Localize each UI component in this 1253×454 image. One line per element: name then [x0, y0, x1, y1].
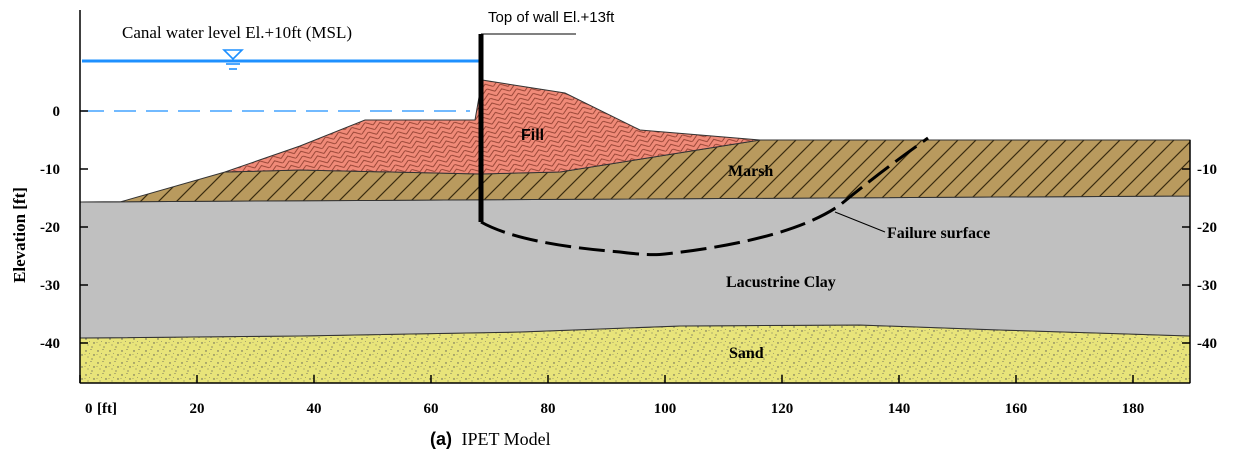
lacustrine-clay-layer [79, 195, 1191, 339]
right-tick-label: -10 [1197, 162, 1217, 178]
x-tick-label: 100 [654, 401, 677, 417]
x-tick-label: 40 [307, 401, 322, 417]
fill-label: Fill [521, 127, 544, 144]
x-unit-label: [ft] [97, 401, 117, 417]
right-tick-label: -40 [1197, 336, 1217, 352]
failure-surface-label: Failure surface [887, 225, 990, 242]
left-tick-label: 0 [53, 104, 61, 120]
left-tick-label: -40 [40, 336, 60, 352]
failure-surface-curve [480, 136, 929, 257]
left-tick-label: -20 [40, 220, 60, 236]
right-tick-label: -30 [1197, 278, 1217, 294]
water-level-symbol [222, 49, 244, 70]
x-tick-label: 60 [424, 401, 439, 417]
marsh-label: Marsh [728, 163, 773, 180]
water-level-annotation: Canal water level El.+10ft (MSL) [122, 23, 352, 42]
tick-marks [79, 110, 1190, 383]
wall-top-annotation: Top of wall El.+13ft [488, 9, 615, 26]
x-tick-label: 160 [1005, 401, 1028, 417]
lacustrine-clay-label: Lacustrine Clay [726, 274, 836, 291]
tick-labels: 0 -10 -20 -30 -40 -10 -20 -30 -40 0 20 40 60 80 100 120… [40, 104, 1217, 417]
x-tick-label: 80 [541, 401, 556, 417]
x-tick-label: 120 [771, 401, 794, 417]
sand-label: Sand [729, 345, 764, 362]
right-tick-label: -20 [1197, 220, 1217, 236]
failure-surface-leader [834, 211, 886, 233]
left-tick-label: -10 [40, 162, 60, 178]
x-tick-label: 20 [190, 401, 205, 417]
x-tick-label: 180 [1122, 401, 1145, 417]
y-axis-title: Elevation [ft] [10, 187, 29, 283]
x-tick-label: 140 [888, 401, 911, 417]
caption-letter: (a) [430, 429, 452, 449]
x-tick-label: 0 [85, 401, 93, 417]
left-tick-label: -30 [40, 278, 60, 294]
figure-caption: (a) IPET Model [430, 429, 551, 449]
caption-text: IPET Model [462, 429, 551, 449]
